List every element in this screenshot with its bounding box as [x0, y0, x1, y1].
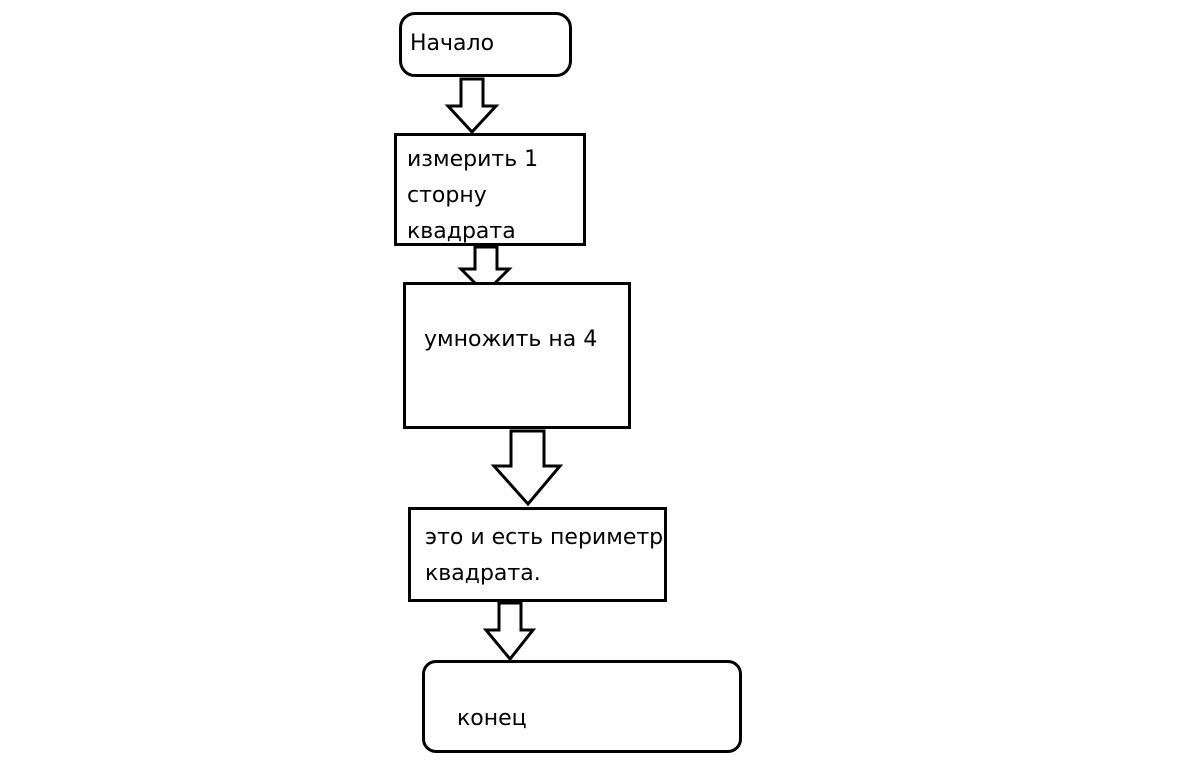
arrow-start-to-measure: [444, 77, 500, 135]
measure-side-node: измерить 1 сторну квадрата: [394, 133, 586, 246]
end-node-label: конец: [457, 706, 527, 731]
arrow-multiply-to-result: [490, 429, 564, 507]
result-node-label: это и есть периметр квадрата.: [425, 525, 664, 586]
arrow-measure-to-multiply: [457, 245, 513, 296]
start-node-label: Начало: [410, 31, 495, 56]
multiply-node-label: умножить на 4: [424, 327, 598, 352]
multiply-node: умножить на 4: [403, 282, 631, 429]
arrow-result-to-end: [482, 601, 537, 662]
result-node: это и есть периметр квадрата.: [408, 507, 667, 602]
measure-side-node-label: измерить 1 сторну квадрата: [407, 147, 539, 244]
start-node: Начало: [399, 12, 572, 77]
end-node: конец: [422, 660, 742, 753]
